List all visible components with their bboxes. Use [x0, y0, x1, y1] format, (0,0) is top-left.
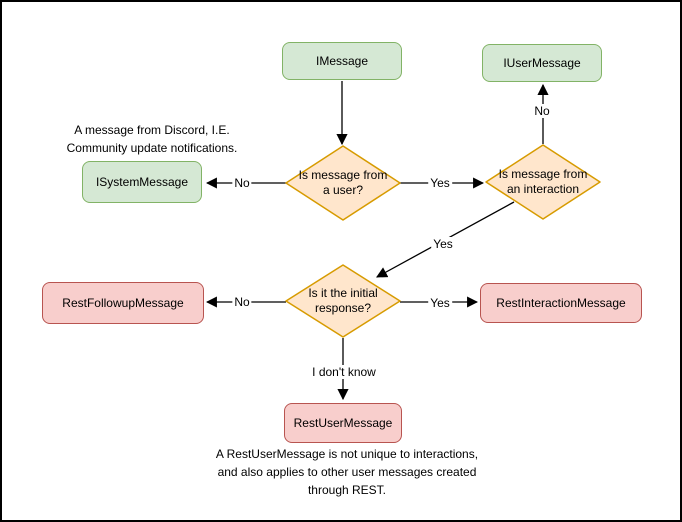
edge-label-no-to-iusermessage: No — [532, 104, 552, 118]
annotation-system-message-note: A message from Discord, I.E. Community u… — [66, 123, 238, 155]
node-isystemmessage: ISystemMessage — [82, 161, 202, 203]
node-restfollowupmessage-label: RestFollowupMessage — [62, 296, 184, 310]
edge-label-yes-to-initial-response: Yes — [431, 237, 455, 251]
decision-initial-response-shape — [285, 264, 401, 338]
node-restusermessage: RestUserMessage — [284, 403, 402, 443]
node-iusermessage-label: IUserMessage — [503, 56, 581, 70]
edge-label-yes-to-restinteractionmessage: Yes — [428, 296, 452, 310]
node-imessage-label: IMessage — [315, 54, 369, 68]
edge-label-no-to-restfollowupmessage: No — [232, 295, 252, 309]
edge-label-yes-to-from-interaction: Yes — [428, 176, 452, 190]
node-imessage: IMessage — [282, 42, 402, 80]
node-restinteractionmessage-label: RestInteractionMessage — [496, 296, 626, 310]
decision-from-interaction-shape — [485, 144, 601, 220]
node-restusermessage-label: RestUserMessage — [293, 416, 393, 430]
node-iusermessage: IUserMessage — [482, 44, 602, 82]
node-restfollowupmessage: RestFollowupMessage — [42, 282, 204, 324]
node-restinteractionmessage: RestInteractionMessage — [480, 283, 642, 323]
annotation-rest-user-message-note: A RestUserMessage is not unique to inter… — [215, 447, 479, 497]
decision-from-user-shape — [285, 145, 401, 221]
edge-label-idk-to-restusermessage: I don't know — [310, 365, 378, 379]
node-isystemmessage-label: ISystemMessage — [95, 175, 189, 189]
edge-label-no-to-isystemmessage: No — [232, 176, 252, 190]
